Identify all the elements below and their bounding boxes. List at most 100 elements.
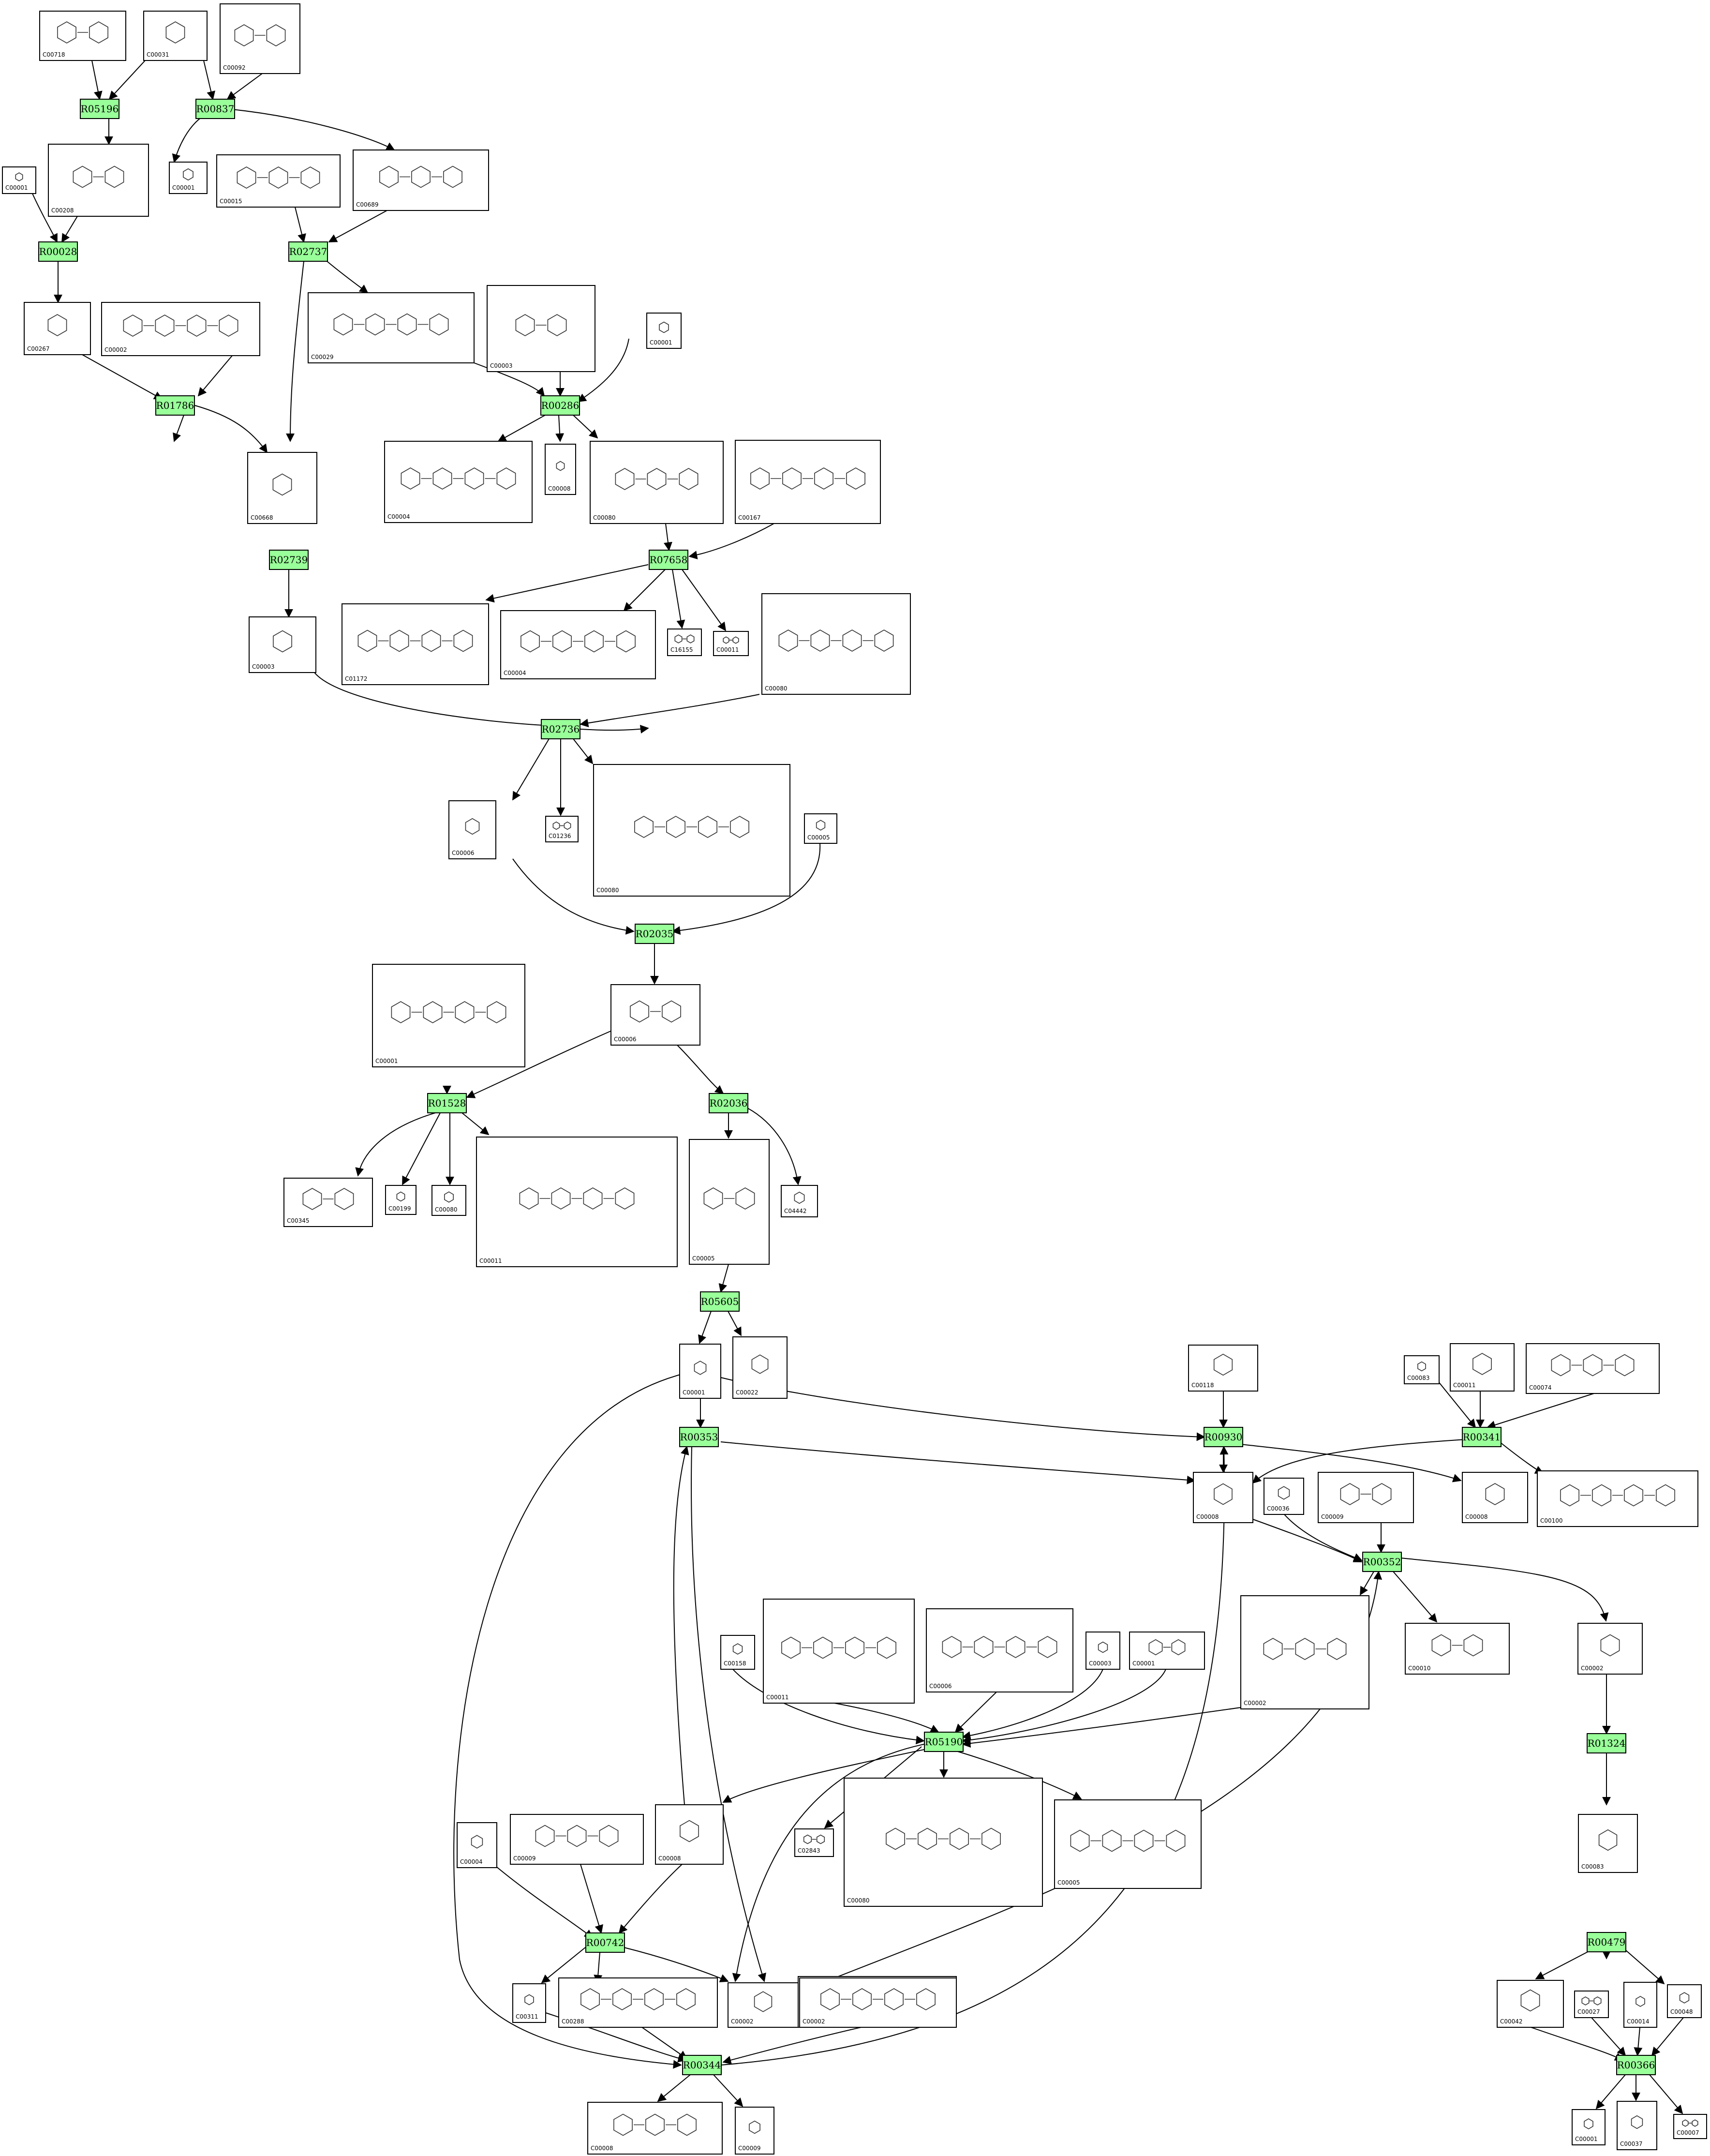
compound-node[interactable]: C00011 [476, 1137, 678, 1267]
compound-node[interactable]: C00080 [761, 593, 911, 695]
compound-node[interactable]: C00009 [1318, 1472, 1414, 1523]
reaction-node[interactable]: R05196 [80, 99, 119, 119]
reaction-node[interactable]: R05605 [700, 1291, 740, 1312]
reaction-node[interactable]: R02739 [269, 550, 309, 570]
reaction-node[interactable]: R02036 [709, 1093, 748, 1113]
compound-node[interactable]: C00002 [799, 1977, 957, 2028]
compound-node[interactable]: C00092 [220, 3, 300, 74]
compound-node[interactable]: C00036 [1264, 1478, 1304, 1515]
molecule-ring [1213, 1353, 1233, 1376]
compound-node[interactable]: C00668 [247, 452, 317, 524]
reaction-node[interactable]: R00028 [38, 241, 78, 262]
reaction-node[interactable]: R07658 [649, 550, 688, 570]
reaction-node[interactable]: R02035 [635, 924, 674, 944]
compound-node[interactable]: C00002 [1240, 1595, 1369, 1709]
reaction-node[interactable]: R00479 [1587, 1932, 1626, 1952]
compound-node[interactable]: C00042 [1497, 1980, 1564, 2028]
compound-node[interactable]: C00288 [558, 1977, 718, 2028]
compound-node[interactable]: C00011 [763, 1599, 915, 1704]
compound-node[interactable]: C00001 [169, 162, 208, 194]
compound-node[interactable]: C00100 [1537, 1470, 1698, 1527]
reaction-node[interactable]: R00341 [1462, 1427, 1502, 1447]
compound-node[interactable]: C00004 [384, 441, 533, 523]
compound-node[interactable]: C00037 [1617, 2101, 1657, 2150]
compound-node[interactable]: C00003 [1085, 1632, 1120, 1670]
compound-node[interactable]: C00001 [2, 166, 36, 194]
compound-node[interactable]: C00004 [500, 610, 656, 679]
compound-node[interactable]: C00006 [610, 984, 700, 1046]
reaction-node[interactable]: R00344 [682, 2055, 722, 2075]
compound-node[interactable]: C01236 [545, 816, 579, 842]
compound-node[interactable]: C00009 [510, 1814, 644, 1865]
compound-node[interactable]: C00002 [1577, 1623, 1643, 1675]
compound-node[interactable]: C00718 [39, 11, 126, 61]
reaction-node[interactable]: R01324 [1587, 1733, 1626, 1753]
compound-node[interactable]: C00048 [1667, 1984, 1702, 2018]
compound-node[interactable]: C00003 [487, 285, 595, 372]
compound-node[interactable]: C00118 [1188, 1345, 1258, 1392]
compound-node[interactable]: C00208 [48, 144, 149, 217]
reaction-node[interactable]: R00930 [1204, 1427, 1243, 1447]
compound-node[interactable]: C00004 [457, 1822, 497, 1868]
reaction-node[interactable]: R05190 [924, 1732, 964, 1752]
compound-node[interactable]: C00199 [385, 1185, 416, 1215]
compound-node[interactable]: C00267 [24, 302, 91, 355]
compound-node[interactable]: C00005 [1054, 1799, 1202, 1889]
compound-node[interactable]: C00031 [143, 11, 208, 61]
compound-node[interactable]: C01172 [342, 603, 489, 685]
compound-node[interactable]: C00080 [844, 1778, 1043, 1907]
compound-node[interactable]: C00009 [735, 2107, 774, 2155]
compound-node[interactable]: C00074 [1526, 1343, 1660, 1394]
reaction-node[interactable]: R00742 [585, 1932, 625, 1953]
reaction-node[interactable]: R01786 [155, 395, 195, 416]
compound-node[interactable]: C00003 [249, 616, 316, 673]
reaction-node[interactable]: R00352 [1362, 1552, 1402, 1572]
compound-node[interactable]: C00008 [1462, 1472, 1528, 1523]
compound-node[interactable]: C00005 [689, 1139, 770, 1265]
compound-node[interactable]: C04442 [781, 1185, 818, 1217]
molecule-ring [679, 468, 699, 490]
compound-node[interactable]: C00001 [646, 313, 682, 349]
compound-node[interactable]: C00008 [545, 444, 576, 495]
compound-node[interactable]: C00022 [732, 1336, 788, 1399]
compound-node[interactable]: C00015 [216, 154, 341, 208]
compound-node[interactable]: C00167 [735, 440, 881, 524]
reaction-node[interactable]: R00353 [679, 1427, 719, 1447]
compound-node[interactable]: C00010 [1405, 1623, 1510, 1675]
compound-node[interactable]: C00005 [804, 813, 837, 844]
compound-node[interactable]: C00014 [1623, 1982, 1657, 2028]
compound-node[interactable]: C00345 [283, 1178, 373, 1227]
compound-node[interactable]: C00689 [353, 150, 489, 211]
compound-node[interactable]: C00002 [728, 1982, 799, 2028]
compound-node[interactable]: C16155 [667, 629, 702, 656]
compound-node[interactable]: C00008 [655, 1804, 724, 1865]
compound-node[interactable]: C00083 [1404, 1355, 1440, 1384]
reaction-node[interactable]: R00366 [1616, 2055, 1656, 2075]
reaction-node[interactable]: R02736 [541, 719, 580, 739]
compound-node[interactable]: C00027 [1574, 1991, 1609, 2018]
compound-node[interactable]: C00011 [713, 631, 749, 656]
compound-node[interactable]: C00001 [679, 1344, 721, 1399]
reaction-node[interactable]: R00286 [540, 395, 580, 416]
compound-node[interactable]: C00002 [101, 302, 260, 356]
compound-node[interactable]: C00001 [1129, 1632, 1205, 1670]
compound-node[interactable]: C00080 [431, 1185, 466, 1216]
compound-node[interactable]: C00158 [720, 1635, 755, 1670]
reaction-node[interactable]: R00837 [195, 99, 235, 119]
compound-node[interactable]: C00011 [1450, 1343, 1515, 1392]
compound-node[interactable]: C00080 [593, 764, 790, 897]
compound-node[interactable]: C00311 [512, 1983, 546, 2023]
compound-node[interactable]: C02843 [794, 1828, 834, 1857]
compound-node[interactable]: C00029 [308, 292, 475, 363]
compound-node[interactable]: C00008 [1193, 1472, 1253, 1523]
compound-node[interactable]: C00080 [590, 441, 724, 524]
compound-node[interactable]: C00083 [1578, 1814, 1638, 1873]
reaction-node[interactable]: R02737 [288, 241, 328, 262]
compound-node[interactable]: C00008 [587, 2102, 723, 2155]
reaction-node[interactable]: R01528 [427, 1093, 467, 1113]
compound-node[interactable]: C00006 [926, 1608, 1073, 1692]
compound-node[interactable]: C00001 [372, 964, 525, 1067]
compound-node[interactable]: C00007 [1673, 2114, 1707, 2139]
compound-node[interactable]: C00006 [448, 800, 496, 859]
compound-node[interactable]: C00001 [1572, 2109, 1606, 2145]
